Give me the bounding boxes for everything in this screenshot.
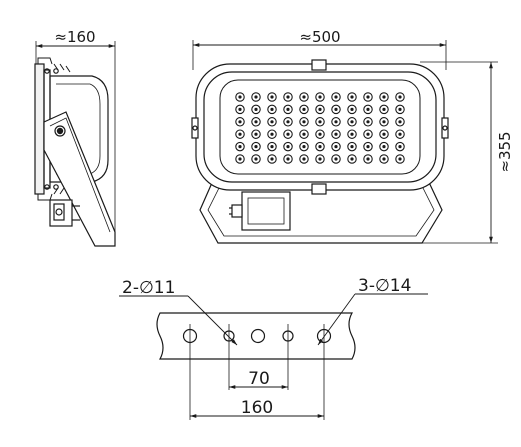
led-lens	[382, 145, 386, 149]
hole-spacing-label: 70	[248, 369, 270, 389]
led-lens	[286, 120, 290, 124]
led-lens	[254, 145, 258, 149]
led-lens	[238, 107, 242, 111]
led-lens	[318, 95, 322, 99]
led-lens	[302, 120, 306, 124]
hole-11-callout: 2-∅11	[122, 278, 175, 298]
led-lens	[334, 157, 338, 161]
led-lens	[270, 95, 274, 99]
led-lens	[398, 132, 402, 136]
led-lens	[286, 95, 290, 99]
led-lens	[270, 120, 274, 124]
led-lens	[366, 107, 370, 111]
led-lens	[382, 120, 386, 124]
led-lens	[334, 95, 338, 99]
led-lens	[238, 95, 242, 99]
led-lens	[334, 145, 338, 149]
led-lens	[398, 157, 402, 161]
led-lens	[254, 132, 258, 136]
led-lens	[398, 145, 402, 149]
led-lens	[366, 145, 370, 149]
led-lens	[366, 132, 370, 136]
led-lens	[238, 157, 242, 161]
led-lens	[334, 132, 338, 136]
led-lens	[318, 132, 322, 136]
side-width-label: ≈160	[54, 28, 95, 46]
led-lens	[318, 120, 322, 124]
led-lens	[318, 145, 322, 149]
led-lens	[334, 120, 338, 124]
led-lens	[254, 157, 258, 161]
led-lens	[350, 157, 354, 161]
led-lens	[366, 157, 370, 161]
front-height-label: ≈355	[496, 131, 514, 172]
hole-14-center	[250, 328, 266, 344]
bracket-span-label: 160	[241, 398, 273, 418]
led-lens	[302, 107, 306, 111]
led-lens	[286, 107, 290, 111]
bracket-detail	[119, 293, 428, 420]
led-lens	[302, 145, 306, 149]
led-lens	[382, 132, 386, 136]
led-lens	[398, 107, 402, 111]
led-lens	[254, 120, 258, 124]
led-lens	[286, 132, 290, 136]
led-lens	[254, 107, 258, 111]
hole-14-callout: 3-∅14	[358, 276, 411, 296]
led-lens	[270, 157, 274, 161]
led-lens	[382, 95, 386, 99]
led-lens	[366, 120, 370, 124]
led-lens	[286, 145, 290, 149]
led-lens	[382, 157, 386, 161]
led-lens	[318, 157, 322, 161]
led-lens	[302, 95, 306, 99]
led-lens	[270, 107, 274, 111]
front-view	[191, 40, 498, 244]
led-lens	[366, 95, 370, 99]
led-lens	[350, 95, 354, 99]
led-lens	[238, 132, 242, 136]
led-lens	[350, 132, 354, 136]
led-lens	[398, 95, 402, 99]
led-lens	[398, 120, 402, 124]
front-width-label: ≈500	[299, 28, 340, 46]
led-lens	[350, 120, 354, 124]
led-lens	[238, 120, 242, 124]
led-lens	[286, 157, 290, 161]
led-lens	[302, 157, 306, 161]
led-lens	[318, 107, 322, 111]
led-lens	[270, 132, 274, 136]
led-lens	[254, 95, 258, 99]
led-lens	[382, 107, 386, 111]
led-lens	[238, 145, 242, 149]
led-lens	[270, 145, 274, 149]
led-lens	[334, 107, 338, 111]
side-view	[34, 41, 116, 247]
led-lens	[302, 132, 306, 136]
led-lens	[350, 145, 354, 149]
led-grid	[235, 92, 405, 164]
led-lens	[350, 107, 354, 111]
